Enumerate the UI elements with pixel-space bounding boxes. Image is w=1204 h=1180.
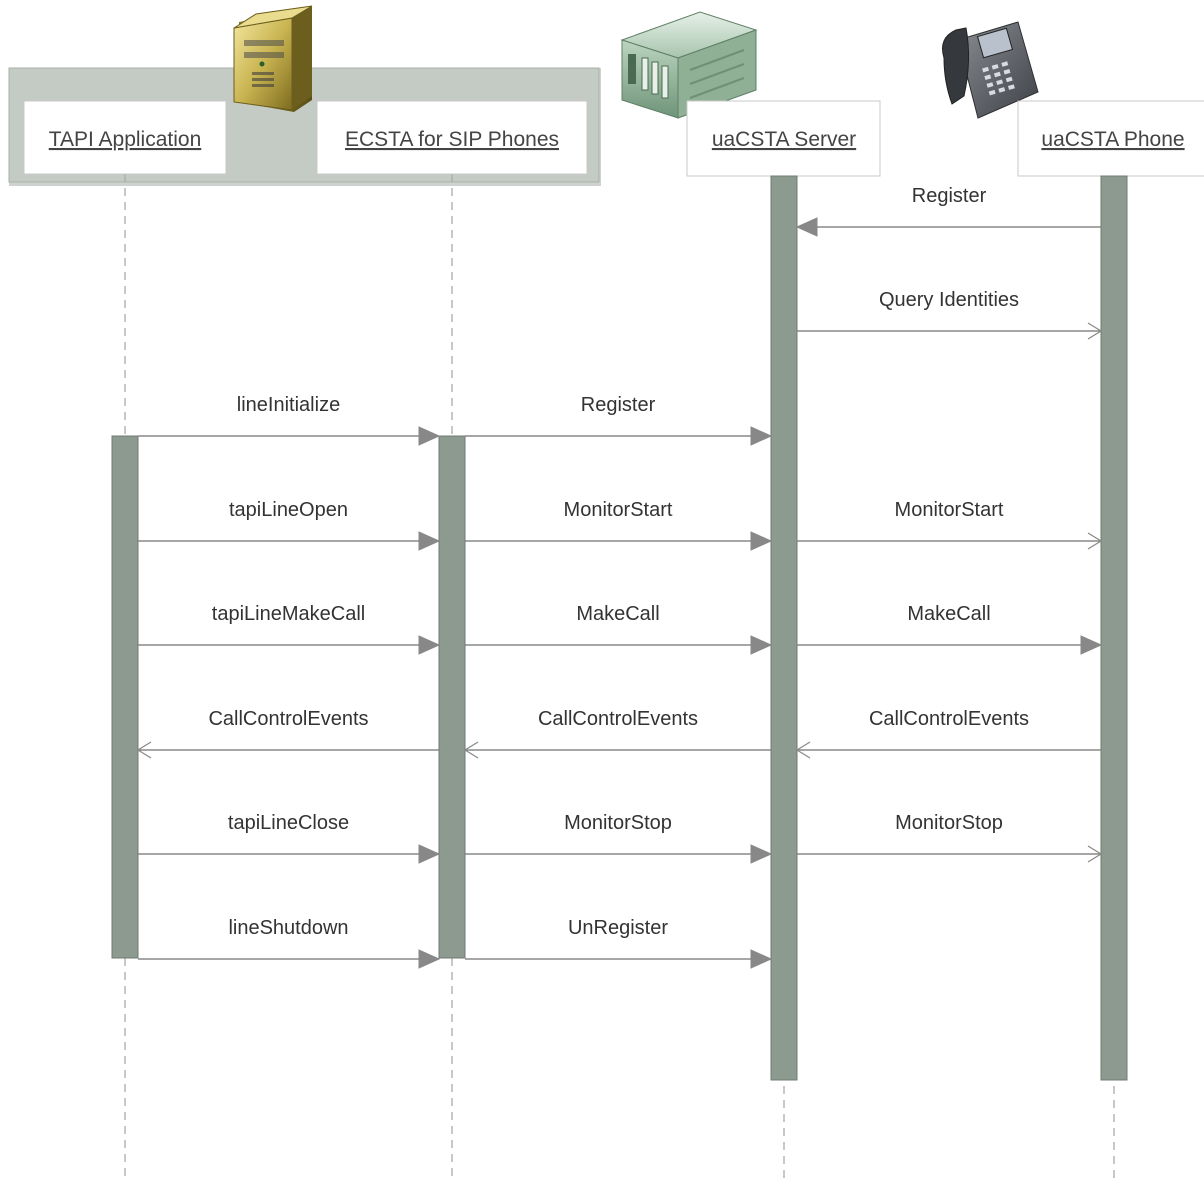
lifelines bbox=[124, 174, 1115, 1180]
participant-box bbox=[316, 100, 588, 175]
participant-label: ECSTA for SIP Phones bbox=[345, 128, 559, 151]
arrowhead bbox=[418, 426, 441, 446]
message-monitor-start-server: MonitorStart bbox=[797, 499, 1103, 550]
message-monitor-stop-server: MonitorStop bbox=[797, 812, 1103, 863]
arrowhead bbox=[418, 531, 441, 551]
arrowhead bbox=[1080, 635, 1103, 655]
activation-uacsta-server bbox=[770, 175, 798, 1081]
participant-box bbox=[23, 100, 227, 175]
arrowhead bbox=[795, 741, 811, 759]
message-make-call-ecsta: MakeCall bbox=[465, 603, 773, 655]
server-tower-icon bbox=[233, 5, 313, 112]
message-label: MonitorStop bbox=[895, 812, 1003, 834]
message-register-phone: Register bbox=[795, 185, 1101, 237]
activation-ecsta bbox=[438, 435, 466, 959]
arrowhead bbox=[418, 949, 441, 969]
message-query-identities: Query Identities bbox=[797, 289, 1103, 340]
message-label: UnRegister bbox=[568, 917, 668, 939]
message-label: CallControlEvents bbox=[869, 708, 1029, 730]
message-monitor-stop-ecsta: MonitorStop bbox=[465, 812, 773, 864]
message-label: Query Identities bbox=[879, 289, 1019, 311]
message-label: CallControlEvents bbox=[208, 708, 368, 730]
message-make-call-server: MakeCall bbox=[797, 603, 1103, 655]
message-label: MakeCall bbox=[907, 603, 990, 625]
participant-tapi-application: TAPI Application bbox=[23, 100, 227, 175]
message-call-control-events-server: CallControlEvents bbox=[795, 708, 1101, 759]
arrowhead bbox=[750, 844, 773, 864]
activation-tapi-application bbox=[111, 435, 139, 959]
participant-label: TAPI Application bbox=[49, 128, 202, 151]
activation-uacsta-phone bbox=[1100, 175, 1128, 1081]
message-label: lineShutdown bbox=[228, 917, 348, 939]
participant-uacsta-server: uaCSTA Server bbox=[686, 100, 881, 177]
desk-phone-icon bbox=[942, 21, 1039, 119]
arrowhead bbox=[750, 426, 773, 446]
message-tapi-line-open: tapiLineOpen bbox=[138, 499, 441, 551]
message-line-initialize: lineInitialize bbox=[138, 394, 441, 446]
arrowhead bbox=[136, 741, 152, 759]
message-label: MonitorStart bbox=[564, 499, 673, 521]
arrowhead bbox=[418, 635, 441, 655]
participant-box bbox=[686, 100, 881, 177]
message-label: CallControlEvents bbox=[538, 708, 698, 730]
message-label: tapiLineClose bbox=[228, 812, 349, 834]
arrowhead bbox=[418, 844, 441, 864]
message-unregister: UnRegister bbox=[465, 917, 773, 969]
message-monitor-start-ecsta: MonitorStart bbox=[465, 499, 773, 551]
arrowhead bbox=[750, 635, 773, 655]
message-label: MonitorStop bbox=[564, 812, 672, 834]
message-register-ecsta: Register bbox=[465, 394, 773, 446]
message-label: Register bbox=[912, 185, 987, 207]
participant-label: uaCSTA Server bbox=[712, 128, 856, 151]
arrowhead bbox=[795, 217, 818, 237]
message-label: tapiLineMakeCall bbox=[212, 603, 365, 625]
arrowhead bbox=[1087, 322, 1103, 340]
message-line-shutdown: lineShutdown bbox=[138, 917, 441, 969]
participant-ecsta: ECSTA for SIP Phones bbox=[316, 100, 588, 175]
message-label: MakeCall bbox=[576, 603, 659, 625]
message-tapi-line-make-call: tapiLineMakeCall bbox=[138, 603, 441, 655]
participant-label: uaCSTA Phone bbox=[1041, 128, 1184, 151]
message-label: Register bbox=[581, 394, 656, 416]
message-label: lineInitialize bbox=[237, 394, 340, 416]
message-call-control-events-ecsta: CallControlEvents bbox=[463, 708, 771, 759]
message-label: MonitorStart bbox=[895, 499, 1004, 521]
message-call-control-events-tapi: CallControlEvents bbox=[136, 708, 439, 759]
arrowhead bbox=[1087, 532, 1103, 550]
message-label: tapiLineOpen bbox=[229, 499, 348, 521]
rack-server-icon bbox=[620, 11, 758, 119]
arrowhead bbox=[750, 531, 773, 551]
activation-bars bbox=[111, 175, 1128, 1081]
message-tapi-line-close: tapiLineClose bbox=[138, 812, 441, 864]
arrowhead bbox=[463, 741, 479, 759]
arrowhead bbox=[750, 949, 773, 969]
participant-uacsta-phone: uaCSTA Phone bbox=[1017, 100, 1204, 177]
arrowhead bbox=[1087, 845, 1103, 863]
messages: Register Query Identities lineInitialize… bbox=[136, 185, 1103, 969]
